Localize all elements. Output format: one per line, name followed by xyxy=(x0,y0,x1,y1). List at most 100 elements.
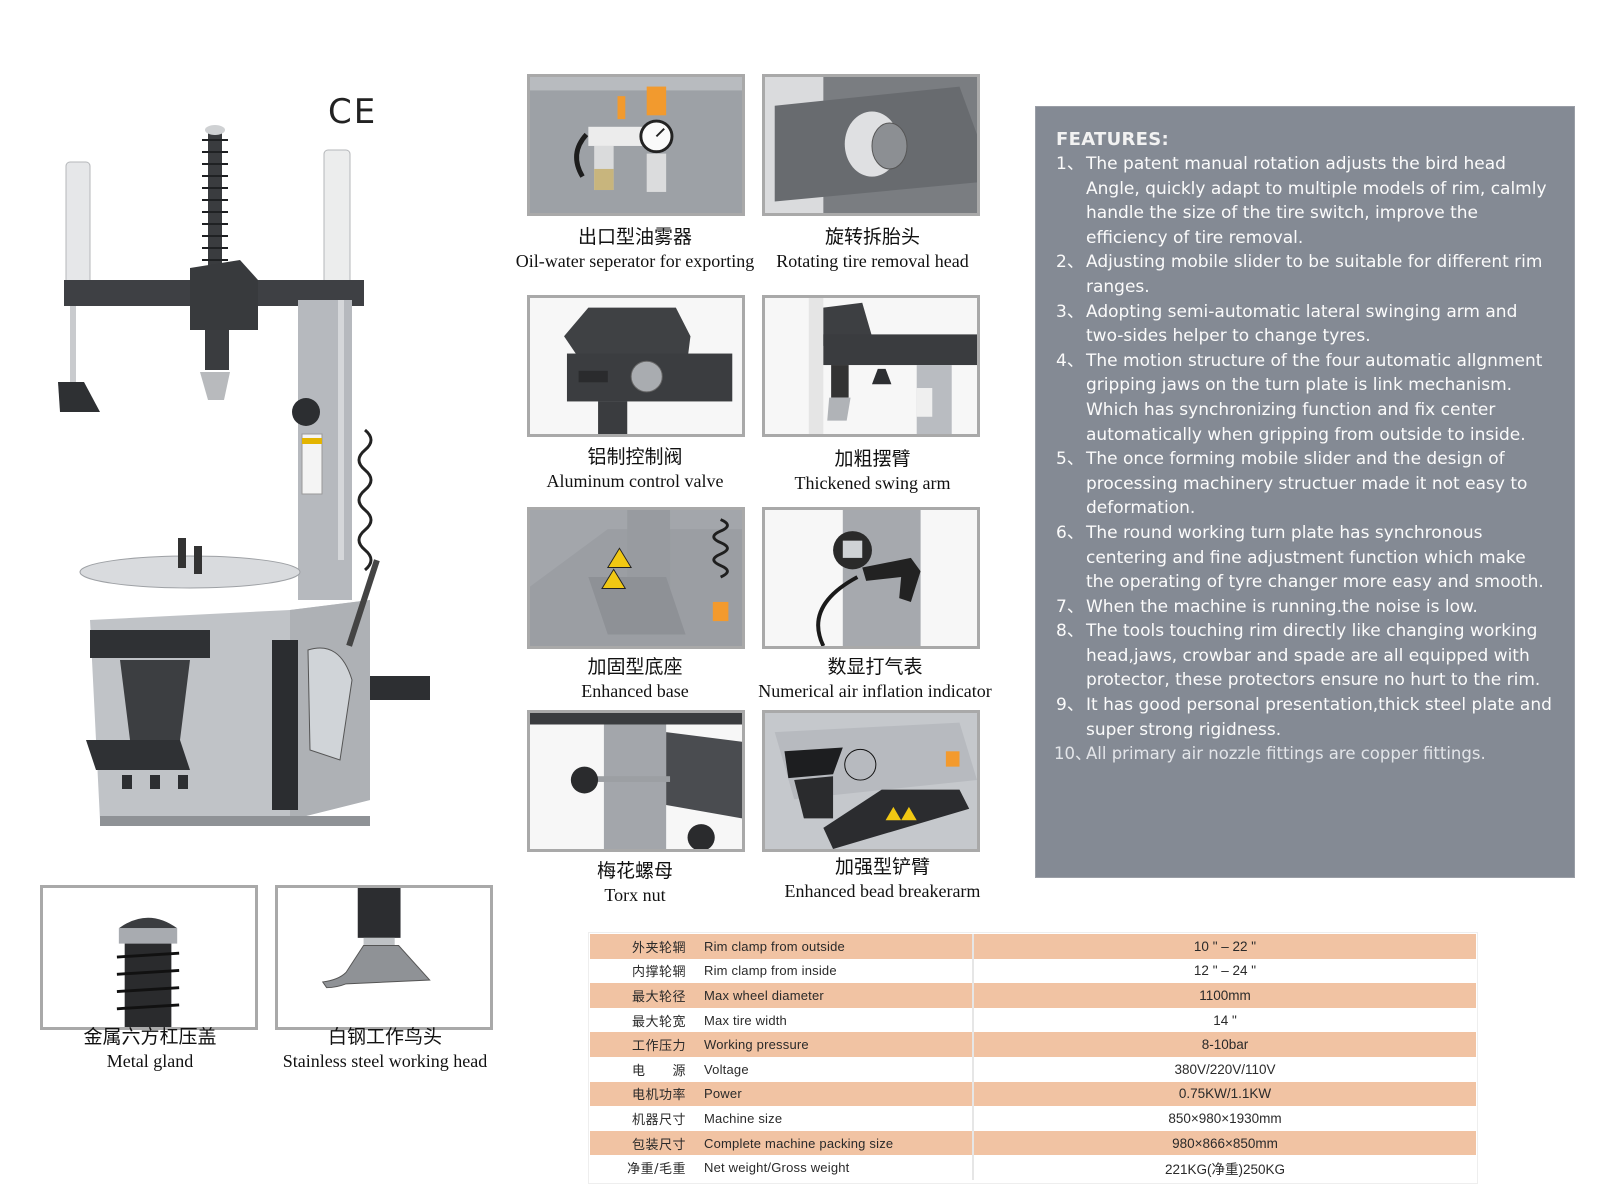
spec-value: 8-10bar xyxy=(973,1032,1476,1057)
feature-text: The round working turn plate has synchro… xyxy=(1086,522,1544,593)
spec-value: 980×866×850mm xyxy=(973,1130,1476,1156)
caption-zh: 梅花螺母 xyxy=(596,860,673,882)
caption-aluminum-control-valve: 铝制控制阀 Aluminum control valve xyxy=(505,446,765,492)
feature-number: 7、 xyxy=(1056,596,1084,617)
features-title: FEATURES: xyxy=(1056,129,1170,150)
feature-text: The motion structure of the four automat… xyxy=(1086,350,1543,445)
spec-label-en: Voltage xyxy=(700,1056,974,1082)
caption-metal-gland: 金属六方杠压盖 Metal gland xyxy=(30,1026,270,1072)
feature-number: 5、 xyxy=(1056,449,1084,470)
feature-item: 1、The patent manual rotation adjusts the… xyxy=(1056,152,1556,250)
ce-mark: CE xyxy=(328,92,378,132)
spec-label-zh: 包装尺寸 xyxy=(590,1130,700,1156)
caption-en: Aluminum control valve xyxy=(546,470,724,491)
feature-text: When the machine is running.the noise is… xyxy=(1086,596,1478,617)
feature-item: 4、The motion structure of the four autom… xyxy=(1056,349,1556,447)
feature-text: The patent manual rotation adjusts the b… xyxy=(1086,154,1547,248)
caption-zh: 旋转拆胎头 xyxy=(824,226,920,248)
features-list: 1、The patent manual rotation adjusts the… xyxy=(1054,152,1556,767)
feature-item: 2、Adjusting mobile slider to be suitable… xyxy=(1056,250,1556,299)
caption-stainless-working-head: 白钢工作鸟头 Stainless steel working head xyxy=(260,1026,510,1072)
feature-text: The once forming mobile slider and the d… xyxy=(1086,449,1528,519)
feature-text: Adopting semi-automatic lateral swinging… xyxy=(1086,301,1518,347)
feature-number: 10、 xyxy=(1054,744,1092,764)
feature-item: 7、When the machine is running.the noise … xyxy=(1056,595,1556,620)
caption-bead-breaker-arm: 加强型铲臂 Enhanced bead breakerarm xyxy=(750,856,1015,902)
caption-zh: 加粗摆臂 xyxy=(834,448,911,470)
photo-thickened-swing-arm xyxy=(762,295,980,437)
caption-torx-nut: 梅花螺母 Torx nut xyxy=(515,860,755,906)
photo-enhanced-base xyxy=(527,507,745,649)
photo-air-inflation-indicator xyxy=(762,507,980,649)
spec-label-en: Power xyxy=(700,1081,974,1107)
feature-text: The tools touching rim directly like cha… xyxy=(1086,621,1541,691)
caption-en: Enhanced base xyxy=(581,680,689,701)
spec-label-zh: 电机功率 xyxy=(590,1081,700,1107)
caption-en: Stainless steel working head xyxy=(282,1050,488,1071)
photo-rotating-tire-removal-head xyxy=(762,74,980,216)
caption-en: Enhanced bead breakerarm xyxy=(784,880,981,901)
caption-zh: 铝制控制阀 xyxy=(587,446,683,468)
caption-oil-water-separator: 出口型油雾器 Oil-water seperator for exporting xyxy=(495,226,775,272)
caption-zh: 出口型油雾器 xyxy=(577,226,692,248)
caption-en: Thickened swing arm xyxy=(794,472,951,493)
tyre-changer-image xyxy=(40,120,500,840)
caption-enhanced-base: 加固型底座 Enhanced base xyxy=(515,656,755,702)
spec-label-zh: 内撑轮辋 xyxy=(590,958,700,984)
feature-text: All primary air nozzle fittings are copp… xyxy=(1086,744,1486,764)
caption-en: Oil-water seperator for exporting xyxy=(515,250,755,271)
spec-label-en: Max tire width xyxy=(700,1007,974,1033)
feature-item: 6、The round working turn plate has synch… xyxy=(1056,521,1556,595)
feature-number: 2、 xyxy=(1056,252,1084,273)
photo-metal-gland xyxy=(40,885,258,1030)
spec-value: 850×980×1930mm xyxy=(973,1106,1476,1131)
spec-label-en: Rim clamp from outside xyxy=(700,934,974,959)
features-panel: FEATURES: 1、The patent manual rotation a… xyxy=(1035,106,1575,878)
spec-label-en: Working pressure xyxy=(700,1032,974,1057)
caption-air-inflation-indicator: 数显打气表 Numerical air inflation indicator xyxy=(745,656,1005,702)
caption-zh: 加强型铲臂 xyxy=(834,856,930,878)
caption-zh: 金属六方杠压盖 xyxy=(83,1026,217,1048)
feature-number: 4、 xyxy=(1056,350,1084,371)
feature-text: It has good personal presentation,thick … xyxy=(1086,695,1552,740)
tyre-changer-illustration xyxy=(58,125,430,826)
spec-label-en: Net weight/Gross weight xyxy=(700,1155,974,1180)
photo-stainless-working-head xyxy=(275,885,493,1030)
caption-zh: 白钢工作鸟头 xyxy=(327,1026,442,1048)
feature-item: 3、Adopting semi-automatic lateral swingi… xyxy=(1056,300,1556,349)
feature-number: 6、 xyxy=(1056,522,1084,543)
caption-thickened-swing-arm: 加粗摆臂 Thickened swing arm xyxy=(750,448,995,494)
spec-label-en: Rim clamp from inside xyxy=(700,958,974,984)
spec-label-zh: 最大轮径 xyxy=(590,983,700,1008)
spec-label-zh: 机器尺寸 xyxy=(590,1106,700,1131)
caption-en: Metal gland xyxy=(106,1050,194,1071)
feature-item: 10、All primary air nozzle fittings are c… xyxy=(1054,742,1556,767)
feature-item: 5、The once forming mobile slider and the… xyxy=(1056,447,1556,521)
caption-rotating-tire-removal-head: 旋转拆胎头 Rotating tire removal head xyxy=(750,226,995,272)
spec-value: 1100mm xyxy=(973,983,1476,1008)
feature-text: Adjusting mobile slider to be suitable f… xyxy=(1086,252,1543,297)
feature-item: 9、It has good personal presentation,thic… xyxy=(1056,693,1556,742)
spec-value: 10 " – 22 " xyxy=(973,934,1476,959)
feature-number: 3、 xyxy=(1056,301,1084,322)
photo-oil-water-separator xyxy=(527,74,745,216)
spec-label-zh: 净重/毛重 xyxy=(590,1155,700,1180)
photo-torx-nut xyxy=(527,710,745,852)
spec-value: 221KG(净重)250KG xyxy=(973,1155,1476,1180)
caption-zh: 数显打气表 xyxy=(827,656,923,678)
caption-zh: 加固型底座 xyxy=(587,656,683,678)
feature-number: 1、 xyxy=(1056,154,1084,174)
spec-label-zh: 工作压力 xyxy=(590,1032,700,1057)
caption-en: Rotating tire removal head xyxy=(776,250,969,271)
spec-table-frame xyxy=(588,932,1478,1184)
